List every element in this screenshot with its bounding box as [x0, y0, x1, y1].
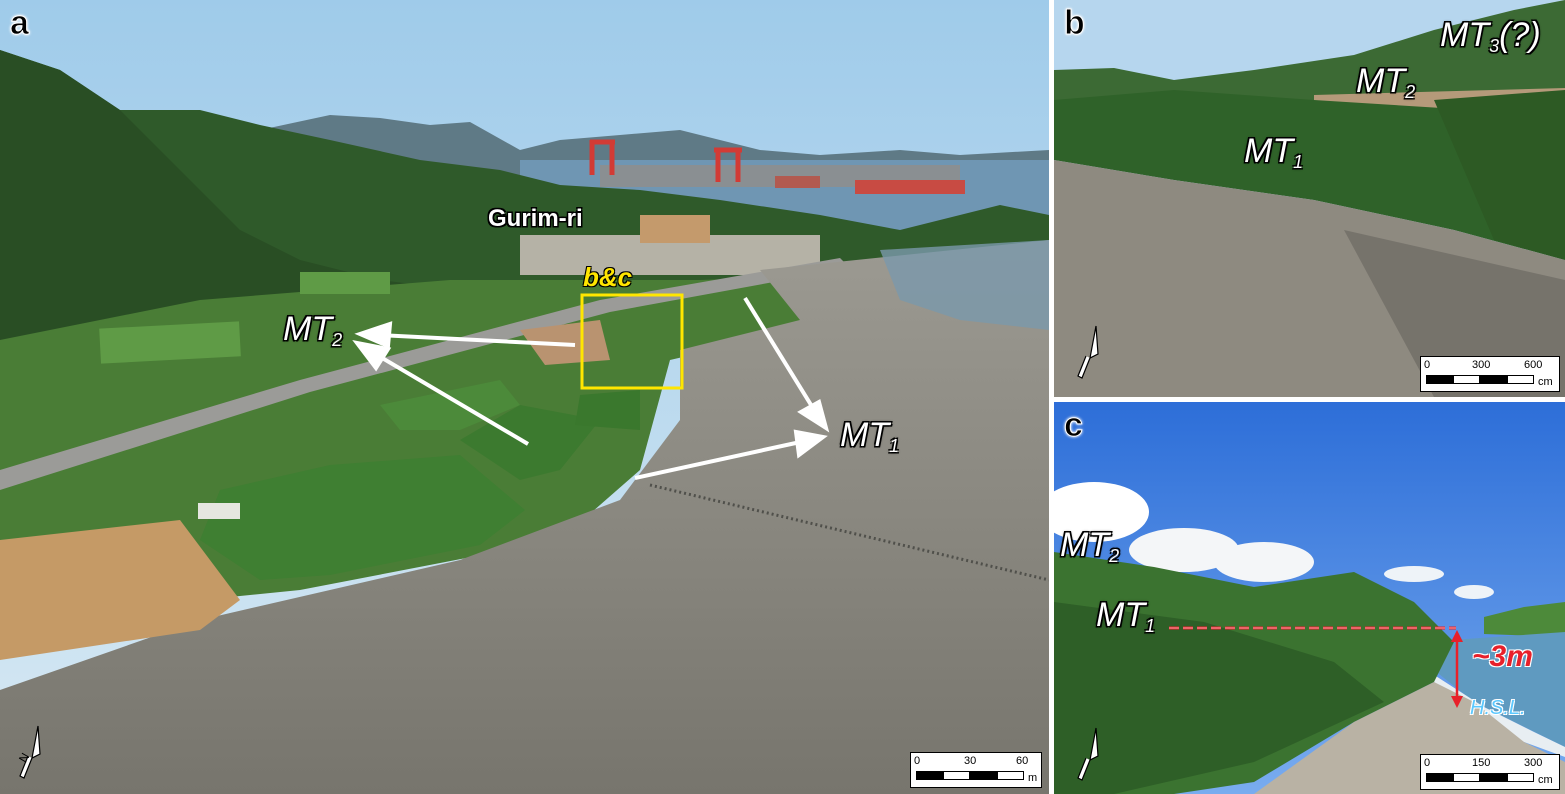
panel-b-photo — [1054, 0, 1565, 397]
panel-c: c MT2 MT1 ~3m H.S.L. 0 150 300 cm — [1054, 402, 1565, 794]
north-arrow-icon — [1077, 325, 1099, 379]
scale-bar-a: 0 30 60 m — [910, 752, 1042, 788]
terrace-mt1-label-c: MT1 — [1096, 596, 1156, 636]
north-arrow-icon — [1077, 727, 1099, 781]
panel-a-label: a — [10, 4, 30, 43]
terrace-mt1-label-a: MT1 — [840, 416, 900, 456]
terrace-mt2-label-a: MT2 — [283, 310, 343, 350]
study-area-box-label: b&c — [583, 262, 633, 292]
panel-b: b MT3(?) MT2 MT1 0 300 600 cm — [1054, 0, 1565, 397]
place-name-gurim-ri: Gurim-ri — [488, 205, 583, 232]
terrace-mt1-label-b: MT1 — [1244, 132, 1304, 172]
terrace-mt2-label-c: MT2 — [1060, 526, 1120, 566]
panel-a: a Gurim-ri b&c MT2 MT1 N 0 30 60 m — [0, 0, 1049, 794]
panel-c-photo — [1054, 402, 1565, 794]
north-arrow-icon: N — [16, 725, 41, 779]
terrace-mt3-label-b: MT3(?) — [1440, 16, 1541, 56]
height-measurement-label: ~3m — [1472, 640, 1533, 673]
panel-c-label: c — [1064, 406, 1084, 445]
high-sea-level-label: H.S.L. — [1470, 697, 1526, 719]
scale-bar-b: 0 300 600 cm — [1420, 356, 1560, 392]
panel-a-photo — [0, 0, 1049, 794]
terrace-mt2-label-b: MT2 — [1356, 62, 1416, 102]
scale-bar-c: 0 150 300 cm — [1420, 754, 1560, 790]
panel-b-label: b — [1064, 4, 1086, 43]
